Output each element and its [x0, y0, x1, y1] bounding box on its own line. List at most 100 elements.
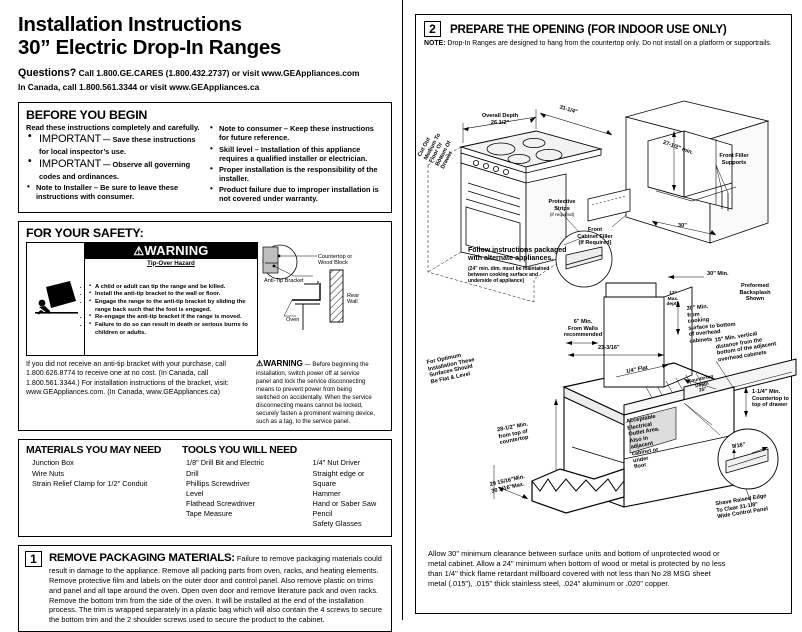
label-quarter-flat: 1/4" Flat [625, 364, 649, 376]
label-electrical-outlet-area: Acceptable Electrical Outlet Area. Also … [625, 413, 661, 471]
tip-bullet-2: Engage the range to the anti-tip bracket… [89, 298, 253, 314]
warning-triangle-icon: ⚠ [133, 243, 145, 258]
byb-intro: Read these instructions completely and c… [26, 123, 200, 133]
anti-tip-bracket-figure: Countertop or Wood Block Anti-Tip Bracke… [262, 242, 384, 343]
label-cut-out-medium: Cut Out Medium To Floor Or Bottom Of Dra… [417, 132, 455, 171]
materials-column: MATERIALS YOU MAY NEED Junction Box Wire… [26, 445, 176, 528]
questions-label: Questions? [18, 66, 77, 79]
document-title: Installation Instructions 30” Electric D… [18, 13, 392, 60]
materials-tools-box: MATERIALS YOU MAY NEED Junction Box Wire… [18, 439, 392, 537]
step-2-note: NOTE: Drop-In Ranges are designed to han… [424, 40, 783, 49]
byb-strong-1: IMPORTANT [39, 133, 101, 146]
tool-item-11: Safety Glasses [312, 518, 362, 528]
tool-item-9: Hand or Saber Saw [312, 498, 377, 508]
warning2-body: — Before beginning the installation, swi… [256, 361, 375, 425]
tip-bullet-4: Failure to do so can result in death or … [89, 321, 253, 337]
range-tipping-icon [34, 280, 78, 315]
byb-item-important-1: IMPORTANT — Save these instructions for … [26, 131, 201, 157]
tool-item-7: Straight edge or Square [312, 468, 365, 488]
tip-over-icon [27, 242, 85, 356]
warning-word: WARNING [144, 242, 209, 258]
questions-text: Call 1.800.GE.CARES (1.800.432.2737) or … [78, 67, 360, 78]
label-countertop-wood-block: Countertop or Wood Block [318, 253, 353, 267]
byb-item-installer: Note to Installer – Be sure to leave the… [26, 182, 201, 201]
tip-bullet-1: Install the anti-tip bracket to the wall… [89, 290, 253, 299]
tip-over-bullets: A child or adult can tip the range and b… [85, 283, 257, 340]
label-protective-strips: Protective Strips(if required) [548, 199, 576, 219]
title-line-2: 30” Electric Drop-In Ranges [18, 35, 282, 59]
step-1-text: Failure to remove packaging materials co… [49, 553, 383, 625]
materials-heading: MATERIALS YOU MAY NEED [26, 445, 162, 457]
label-overall-width: 31-1/4" [558, 104, 579, 116]
label-drawer-clearance: 1-1/4" Min. Countertop to top of drawer [752, 389, 789, 409]
step-2-number: 2 [424, 21, 441, 37]
label-thirty-min: 30" Min. [707, 271, 729, 277]
step-2-footer-text: Allow 30" minimum clearance between surf… [428, 549, 726, 589]
step-1-title: REMOVE PACKAGING MATERIALS: [49, 551, 235, 564]
byb-rest-2: Observe all governing codes and ordinanc… [39, 160, 191, 181]
material-item-0: Junction Box [32, 458, 74, 468]
step-2-title: PREPARE THE OPENING (FOR INDOOR USE ONLY… [450, 22, 727, 36]
label-anti-tip-bracket: Anti-Tip Bracket [264, 277, 304, 284]
step-2-note-label: NOTE: [424, 40, 446, 47]
material-item-1: Wire Nuts [32, 468, 65, 478]
byb-dash-1: — [103, 135, 111, 145]
left-column: Installation Instructions 30” Electric D… [0, 0, 402, 632]
label-preformed-backsplash: Preformed Backsplash Shown [739, 283, 771, 303]
warning2-word: WARNING [263, 359, 303, 369]
tool-item-5: Tape Measure [186, 508, 233, 518]
tip-bullet-3: Re-engage the anti-tip bracket if the ra… [89, 313, 253, 322]
tools-subcolumn-1: 1/8" Drill Bit and Electric Drill Philli… [186, 458, 299, 528]
canada-line: In Canada, call 1.800.561.3344 or visit … [18, 82, 260, 93]
label-six-min-from-walls: 6" Min. From Walls recommended [563, 319, 603, 339]
label-front-filler-supports: Front Filler Supports [719, 153, 749, 166]
byb-right-item-2: Proper installation is the responsibilit… [209, 164, 384, 183]
step-1-body: REMOVE PACKAGING MATERIALS: Failure to r… [49, 551, 384, 625]
tool-item-6: 1/4" Nut Driver [312, 458, 361, 468]
tip-over-warning-panel: ⚠WARNING Tip-Over Hazard A child or adul… [26, 241, 258, 357]
tip-over-hazard-label: Tip-Over Hazard [147, 259, 195, 267]
label-cabinet-width: 30" [678, 223, 687, 229]
power-off-warning-text: ⚠WARNING — Before beginning the installa… [256, 359, 376, 425]
before-you-begin-box: BEFORE YOU BEGIN Read these instructions… [18, 102, 392, 213]
label-thirteen-max-depth: 13" Max. depth [666, 291, 680, 308]
byb-right-item-0: Note to consumer – Keep these instructio… [209, 123, 384, 142]
tool-item-2: Phillips Screwdriver [186, 478, 250, 488]
byb-rest-1: Save these instructions for local inspec… [39, 135, 196, 157]
anti-tip-bracket-note: If you did not receive an anti-tip brack… [26, 360, 229, 396]
for-your-safety-heading: FOR YOUR SAFETY: [26, 225, 144, 240]
step-2-box: 2 PREPARE THE OPENING (FOR INDOOR USE ON… [415, 14, 797, 614]
tool-item-0: 1/8" Drill Bit and Electric [186, 458, 265, 468]
label-shave-raised-edge: Shave Raised Edge To Clear 31-1/8" Wide … [714, 493, 769, 521]
byb-dash-2: — [103, 160, 111, 170]
anti-tip-bracket-diagram [262, 244, 344, 330]
warning-banner: ⚠WARNING [85, 242, 257, 259]
for-your-safety-box: FOR YOUR SAFETY: [18, 220, 392, 432]
title-line-1: Installation Instructions [18, 13, 242, 36]
label-opening-width: 29 15/16"Min. 30 1/16"Max. [489, 474, 526, 495]
label-follow-instructions: Follow instructions packaged with altern… [468, 247, 567, 263]
label-front-cabinet-filler: Front Cabinet Filler (If Required) [577, 227, 613, 247]
before-you-begin-right: Note to consumer – Keep these instructio… [209, 123, 384, 205]
tip-bullet-0: A child or adult can tip the range and b… [89, 283, 253, 292]
byb-right-item-1: Skill level – Installation of this appli… [209, 144, 384, 163]
label-nine-sixteenths: 9/16" [731, 441, 746, 451]
material-item-2: Strain Relief Clamp for 1/2" Conduit [32, 478, 148, 488]
before-you-begin-heading: BEFORE YOU BEGIN [26, 108, 148, 123]
tool-item-4: Flathead Screwdriver [186, 498, 255, 508]
tools-heading: TOOLS YOU WILL NEED [182, 445, 297, 457]
warning2-triangle-icon: ⚠ [256, 359, 264, 369]
label-follow-instructions-sub: (24" min. dim. must be maintained betwee… [468, 266, 550, 284]
step-2-note-text: Drop-In Ranges are designed to hang from… [447, 40, 772, 47]
tools-column: TOOLS YOU WILL NEED 1/8" Drill Bit and E… [182, 445, 384, 528]
label-rear-wall: Rear Wall [347, 292, 360, 306]
tool-item-8: Hammer [312, 488, 341, 498]
label-28-half-min: 28-1/2" Min. from top of countertop [496, 421, 530, 447]
tools-subcolumn-2: 1/4" Nut Driver Straight edge or Square … [313, 458, 384, 528]
right-column: 2 PREPARE THE OPENING (FOR INDOOR USE ON… [402, 0, 802, 620]
step-1-box: 1 REMOVE PACKAGING MATERIALS: Failure to… [18, 544, 392, 632]
